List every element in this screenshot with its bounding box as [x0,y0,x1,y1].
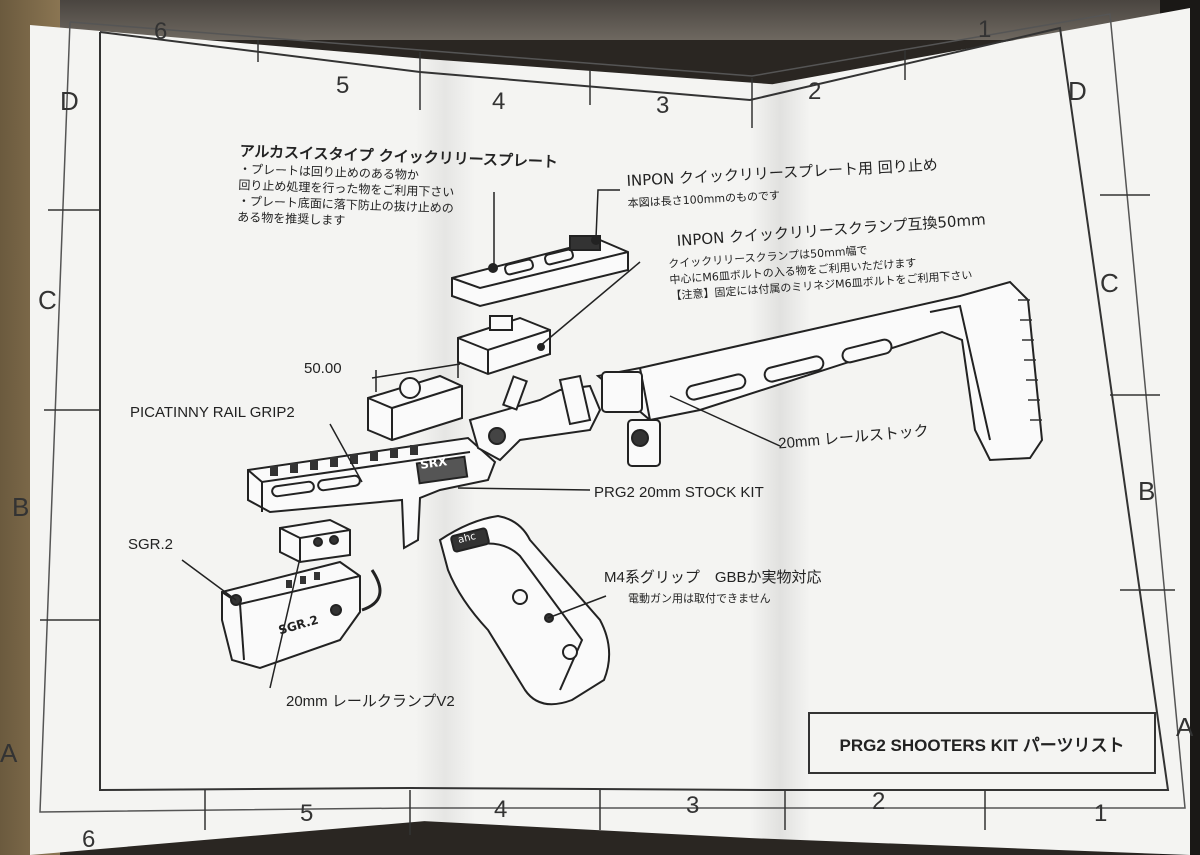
grid-ticks [40,40,1175,835]
arca-note-block: アルカスイスタイプ クイックリリースプレート ・プレートは回り止めのある物か 回… [237,140,558,236]
title-block: PRG2 SHOOTERS KIT パーツリスト [808,712,1156,774]
dimension-label: 50.00 [304,360,342,377]
rail-stock [595,280,1044,467]
outer-border [39,13,1186,813]
grid-col-bottom-2: 2 [872,788,886,815]
grip-note: 電動ガン用は取付できません [628,592,771,605]
drawing-frame [99,26,1170,792]
stock-kit-label: PRG2 20mm STOCK KIT [594,484,764,501]
grid-row-right-c: C [1100,268,1119,298]
stock-hinge [468,374,602,462]
grid-row-right-a: A [1176,712,1194,742]
paper-fold-left [415,8,475,855]
inpon-clamp [457,315,551,376]
grid-col-top-3: 3 [656,92,670,119]
grid-col-bottom-1: 1 [1094,800,1108,827]
grid-col-bottom-6: 6 [82,826,96,853]
paper-fold-right [750,8,810,855]
leader-lines [181,189,781,689]
picatinny-rail-grip [247,436,497,550]
rail-clamp-v2 [279,518,351,564]
arca-plate [451,235,629,308]
picatinny-label: PICATINNY RAIL GRIP2 [130,404,295,421]
grip-title: M4系グリップ GBBか実物対応 [604,569,822,586]
grid-row-right-b: B [1138,476,1156,506]
grid-col-bottom-5: 5 [300,800,314,827]
sheet-title: PRG2 SHOOTERS KIT パーツリスト [839,735,1125,755]
grid-col-top-6: 6 [154,18,168,45]
grid-row-left-a: A [0,738,18,768]
grid-col-top-1: 1 [978,16,992,43]
m4-grip [438,514,611,706]
grid-row-left-d: D [60,86,79,116]
grid-col-bottom-3: 3 [686,792,700,819]
grid-col-top-4: 4 [492,88,506,115]
grid-row-right-d: D [1068,76,1087,106]
grid-col-bottom-4: 4 [494,796,508,823]
sgr2-part [221,560,382,670]
rail-clamp-label: 20mm レールクランプV2 [286,693,455,710]
rail-clamp-top [367,374,463,442]
grid-col-top-2: 2 [808,78,822,105]
grid-row-left-b: B [12,492,30,522]
sgr2-label: SGR.2 [128,536,174,553]
grid-row-left-c: C [38,285,57,315]
grid-col-top-5: 5 [336,72,350,99]
